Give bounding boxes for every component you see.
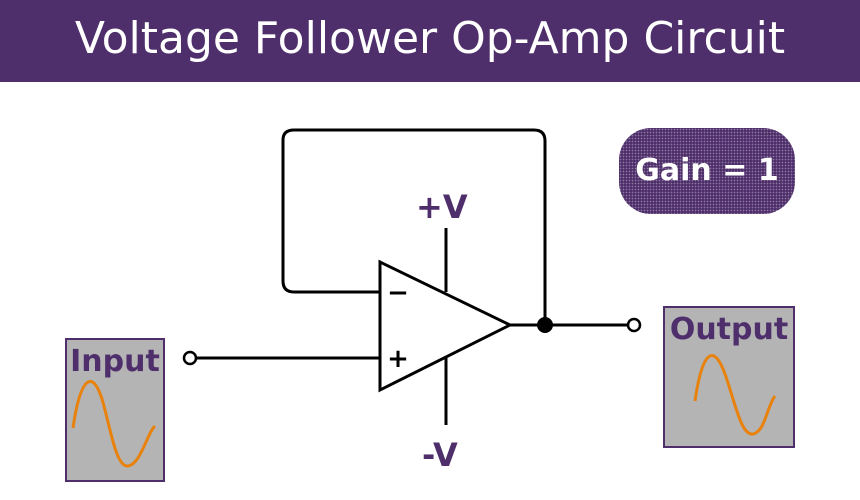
feedback-wire bbox=[281, 128, 547, 325]
output-sine-wave-icon bbox=[693, 354, 777, 436]
page-title: Voltage Follower Op-Amp Circuit bbox=[74, 13, 786, 64]
input-terminal bbox=[182, 350, 198, 366]
output-terminal bbox=[626, 317, 642, 333]
output-label: Output bbox=[669, 312, 789, 347]
negative-supply-label: -V bbox=[422, 436, 458, 474]
output-node-junction bbox=[537, 317, 553, 333]
output-signal-box: Output bbox=[663, 306, 795, 448]
input-sine-wave-icon bbox=[71, 379, 157, 468]
gain-badge: Gain = 1 bbox=[619, 128, 795, 214]
positive-supply-label: +V bbox=[416, 188, 468, 226]
inverting-input-symbol: − bbox=[387, 278, 409, 308]
title-bar: Voltage Follower Op-Amp Circuit bbox=[0, 0, 860, 82]
input-signal-box: Input bbox=[65, 338, 165, 482]
op-amp-triangle bbox=[378, 259, 514, 393]
input-label: Input bbox=[70, 344, 160, 379]
non-inverting-input-symbol: + bbox=[387, 344, 409, 374]
